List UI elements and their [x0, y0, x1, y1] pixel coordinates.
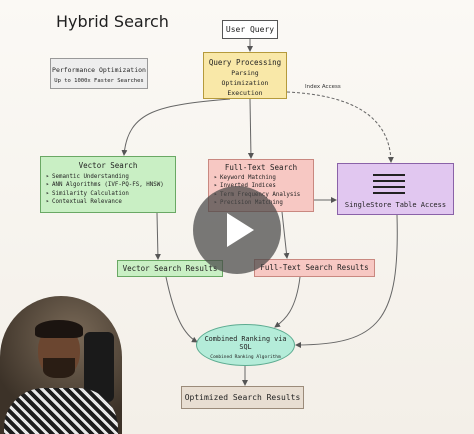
arrow-processing-to-vector	[121, 98, 231, 156]
full-text-search-results-node: Full-Text Search Results	[254, 259, 375, 277]
arrow-processing-to-fulltext	[247, 98, 254, 159]
presenter-webcam	[0, 296, 122, 434]
presenter-beard	[43, 358, 75, 378]
performance-optimization-box: Performance Optimization Up to 1000x Fas…	[50, 58, 148, 89]
user-query-node: User Query	[222, 20, 278, 39]
vector-search-list: Semantic Understanding ANN Algorithms (I…	[46, 173, 175, 207]
singlestore-table-node: SingleStore Table Access	[337, 163, 454, 215]
table-lines-icon	[373, 174, 405, 198]
arrow-fulltext-to-results	[281, 211, 290, 259]
index-access-label: Index Access	[305, 84, 341, 90]
full-text-search-title: Full-Text Search	[224, 163, 298, 172]
singlestore-label: SingleStore Table Access	[344, 201, 447, 209]
vector-search-title: Vector Search	[78, 161, 138, 170]
play-button[interactable]	[193, 186, 281, 274]
list-item: Similarity Calculation	[46, 190, 175, 198]
arrow-fulltext-results-to-combined	[274, 276, 301, 328]
performance-title: Performance Optimization	[52, 66, 146, 74]
optimized-search-results-node: Optimized Search Results	[181, 386, 304, 409]
arrow-vector-to-results	[154, 212, 161, 260]
arrow-processing-to-singlestore	[286, 91, 394, 163]
play-icon[interactable]	[227, 213, 254, 247]
list-item: Keyword Matching	[214, 174, 313, 182]
combined-ranking-subtitle: Combined Ranking Algorithm	[210, 355, 281, 360]
vector-search-node: Vector Search Semantic Understanding ANN…	[40, 156, 176, 213]
list-item: Semantic Understanding	[46, 173, 175, 181]
combined-ranking-title: Combined Ranking via SQL	[204, 335, 287, 351]
performance-subtitle: Up to 1000x Faster Searches	[54, 78, 144, 84]
query-processing-title: Query Processing	[208, 58, 282, 67]
vector-search-results-node: Vector Search Results	[117, 260, 223, 277]
arrow-singlestore-to-combined	[295, 214, 398, 348]
presenter-hair	[35, 320, 83, 338]
combined-ranking-node: Combined Ranking via SQL Combined Rankin…	[196, 324, 295, 366]
list-item: ANN Algorithms (IVF-PQ-FS, HNSW)	[46, 181, 175, 189]
diagram-title: Hybrid Search	[56, 12, 169, 31]
list-item: Contextual Relevance	[46, 198, 175, 206]
query-processing-step: Execution	[227, 89, 263, 97]
arrow-vector-results-to-combined	[165, 276, 198, 343]
query-processing-node: Query Processing Parsing Optimization Ex…	[203, 52, 287, 99]
query-processing-step: Parsing	[231, 69, 259, 77]
query-processing-step: Optimization	[221, 79, 269, 87]
presenter-shirt	[4, 388, 118, 434]
